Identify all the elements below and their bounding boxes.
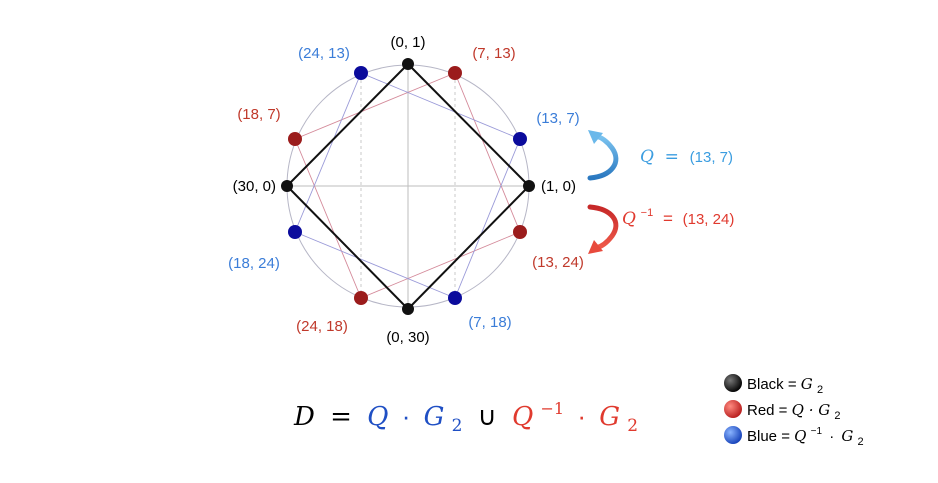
point-0-1 — [402, 58, 414, 70]
q-arrow-icon — [587, 133, 619, 181]
point-13-24 — [513, 225, 527, 239]
legend-blue-sub: 2 — [858, 436, 864, 448]
label-0-30: (0, 30) — [386, 329, 429, 346]
qinv-annotation: Q −1 = (13, 24) — [622, 201, 734, 229]
label-24-13: (24, 13) — [298, 45, 350, 62]
blue-edge-2 — [454, 138, 521, 299]
label-24-18: (24, 18) — [296, 318, 348, 335]
formula-sub-1: 2 — [452, 416, 463, 436]
legend-blue-exp: −1 — [811, 426, 823, 437]
red-edge-4 — [294, 72, 456, 140]
blue-edge-3 — [294, 231, 456, 299]
black-edge-1 — [407, 63, 530, 187]
qinv-arrow — [587, 204, 619, 254]
label-18-7: (18, 7) — [237, 106, 280, 123]
legend-black-marker — [724, 374, 742, 392]
qinv-annotation-eq: = — [663, 209, 673, 228]
point-24-18 — [354, 291, 368, 305]
legend-red-math: Q · G — [792, 401, 831, 419]
qinv-arrow-icon — [587, 204, 619, 251]
point-1-0 — [523, 180, 535, 192]
label-18-24: (18, 24) — [228, 255, 280, 272]
point-18-24 — [288, 225, 302, 239]
legend-red-marker — [724, 400, 742, 418]
q-annotation-lhs: Q — [640, 147, 654, 167]
legend-blue-g: G — [841, 427, 853, 445]
formula-sub-2: 2 — [627, 416, 638, 436]
formula-exp: −1 — [541, 399, 565, 418]
qinv-annotation-exp: −1 — [641, 207, 654, 219]
point-7-18 — [448, 291, 462, 305]
formula-g-1: G — [424, 402, 445, 432]
q-annotation-value: (13, 7) — [690, 149, 733, 166]
qinv-annotation-lhs: Q — [622, 209, 636, 229]
q-arrowhead-icon — [588, 130, 603, 144]
label-7-13: (7, 13) — [472, 45, 515, 62]
legend-blue-label: Blue = — [747, 428, 794, 445]
label-0-1: (0, 1) — [390, 34, 425, 51]
legend-red-text: Red = Q · G 2 — [747, 401, 841, 422]
legend-blue-marker — [724, 426, 742, 444]
red-edge-2 — [360, 231, 521, 299]
legend-blue-math: Q — [794, 427, 806, 445]
red-edge-1 — [454, 72, 521, 233]
legend-black-math: G — [801, 375, 813, 393]
point-labels: (0, 1) (1, 0) (0, 30) (30, 0) (7, 13) (1… — [228, 34, 584, 346]
blue-edge-4 — [294, 72, 362, 233]
legend-black-text: Black = G 2 — [747, 375, 823, 396]
label-13-24: (13, 24) — [532, 254, 584, 271]
legend-black-label: Black = — [747, 376, 801, 393]
blue-edge-1 — [360, 72, 521, 140]
guide-layer — [286, 64, 530, 309]
qinv-arrowhead-icon — [588, 240, 603, 254]
legend-blue-text: Blue = Q −1 · G 2 — [747, 421, 864, 448]
black-square — [286, 63, 530, 310]
point-30-0 — [281, 180, 293, 192]
q-annotation-eq: = — [665, 147, 679, 167]
formula-qinv: Q — [512, 402, 533, 432]
formula-dot-1: · — [402, 401, 411, 431]
legend-blue-dot: · — [829, 428, 834, 445]
black-edge-2 — [407, 185, 530, 310]
label-1-0: (1, 0) — [541, 178, 576, 195]
formula-d: D — [293, 402, 315, 432]
red-edge-3 — [294, 138, 362, 299]
q-arrow — [587, 130, 619, 181]
label-13-7: (13, 7) — [536, 110, 579, 127]
formula-union: ∪ — [478, 402, 497, 432]
point-24-13 — [354, 66, 368, 80]
label-30-0: (30, 0) — [233, 178, 276, 195]
formula-q: Q — [367, 402, 388, 432]
legend-black-sub: 2 — [817, 384, 823, 396]
legend-red-label: Red = — [747, 402, 792, 419]
point-13-7 — [513, 132, 527, 146]
black-edge-4 — [286, 63, 409, 187]
label-7-18: (7, 18) — [468, 314, 511, 331]
formula-eq: = — [330, 402, 352, 432]
black-edge-3 — [286, 185, 409, 310]
q-annotation: Q = (13, 7) — [640, 147, 733, 167]
main-formula: D = Q · G 2 ∪ Q −1 · G 2 — [293, 390, 638, 437]
legend-red-sub: 2 — [834, 410, 840, 422]
legend: Black = G 2 Red = Q · G 2 Blue = Q −1 · … — [724, 374, 864, 448]
point-0-30 — [402, 303, 414, 315]
point-18-7 — [288, 132, 302, 146]
points-layer — [281, 58, 535, 315]
formula-g-2: G — [599, 402, 620, 432]
formula-dot-2: · — [577, 401, 586, 431]
point-7-13 — [448, 66, 462, 80]
qinv-annotation-value: (13, 24) — [683, 211, 735, 228]
